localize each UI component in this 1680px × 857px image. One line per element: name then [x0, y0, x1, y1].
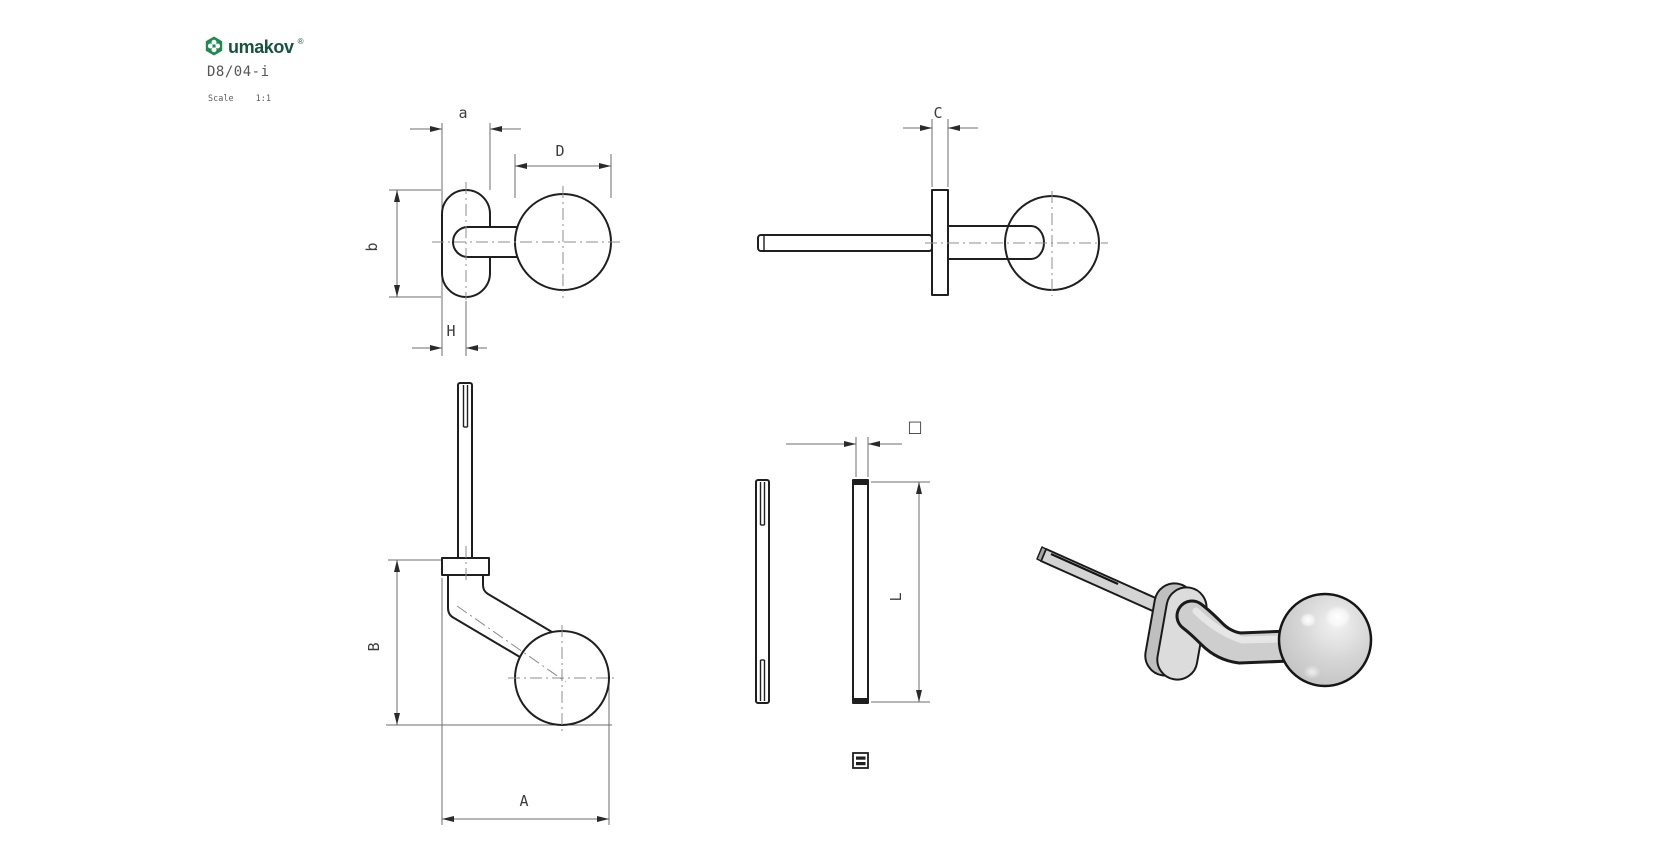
dim-label-A: A: [519, 792, 528, 810]
spindle-bar-slotted: [755, 479, 770, 704]
render-ball: [1277, 592, 1373, 688]
part-number: D8/04-i: [207, 64, 270, 80]
dim-label-D: D: [555, 142, 564, 160]
spindle-views: □ L: [755, 417, 930, 769]
neck-outer-edge: [447, 575, 531, 664]
spindle-end-view: [852, 752, 869, 769]
spindle-plan: [457, 382, 473, 560]
dim-label-square: □: [907, 417, 922, 436]
side-view: C: [757, 104, 1108, 296]
dimension-L: L: [871, 481, 930, 703]
render-neck: [1178, 602, 1304, 662]
render-3d: [1036, 546, 1373, 688]
umakov-logo-icon: [205, 36, 223, 56]
brand-name: umakov: [228, 37, 294, 57]
dimension-square: □: [786, 417, 923, 477]
dimension-D: D: [514, 142, 612, 198]
spindle-side: [757, 234, 933, 252]
dim-label-a: a: [458, 104, 467, 122]
plan-view: B A: [365, 382, 617, 825]
registered-mark: ®: [297, 37, 304, 46]
dim-label-L: L: [887, 592, 905, 601]
dimension-H: H: [412, 301, 487, 356]
dim-label-C: C: [933, 104, 942, 122]
scale-row: Scale 1:1: [208, 94, 271, 104]
ball-highlight: [1325, 606, 1351, 628]
dimension-b: b: [363, 189, 441, 298]
spindle-bar-profile: [852, 479, 869, 704]
brand-header: umakov ®: [204, 36, 304, 58]
front-view: a D b: [363, 104, 622, 356]
neck-inner-edge: [482, 575, 553, 633]
dimension-A: A: [441, 578, 610, 825]
dim-label-H: H: [446, 322, 455, 340]
scale-value: 1:1: [255, 94, 271, 104]
dim-label-b: b: [363, 242, 381, 251]
dim-label-B: B: [365, 642, 383, 651]
scale-label: Scale: [208, 94, 234, 104]
dimension-C: C: [903, 104, 978, 187]
dimension-B: B: [365, 559, 612, 726]
